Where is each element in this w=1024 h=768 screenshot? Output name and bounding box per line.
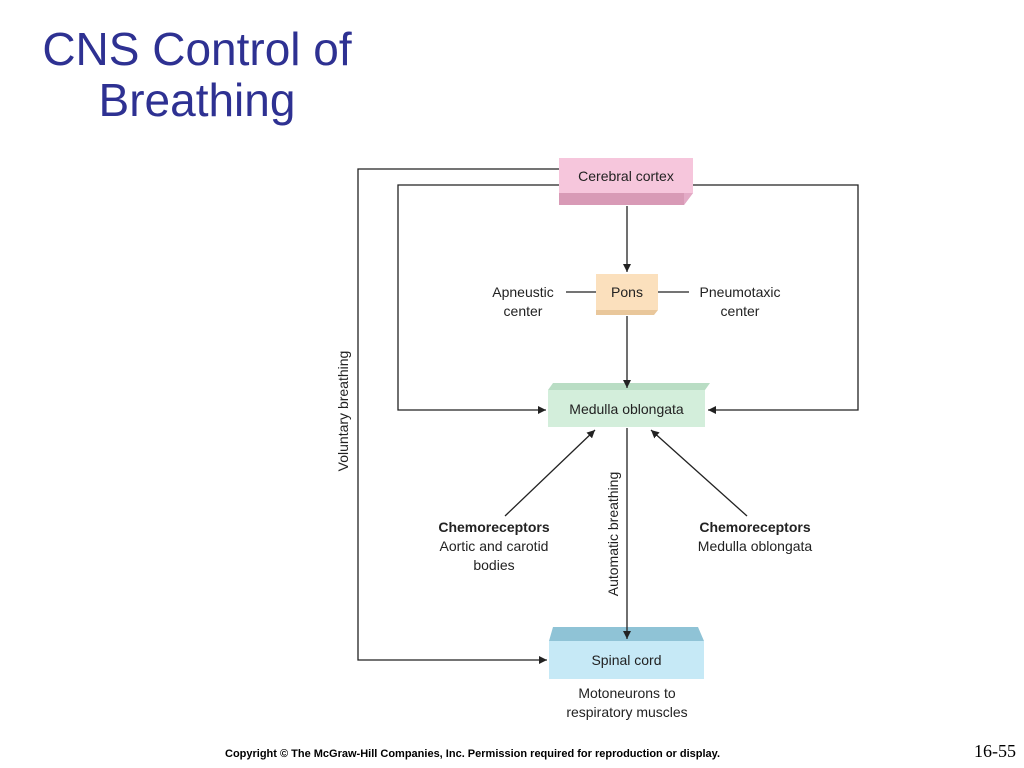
apneustic-line2: center (503, 303, 543, 319)
cerebral-cortex-box: Cerebral cortex (559, 158, 693, 193)
automatic-breathing-label: Automatic breathing (605, 471, 621, 597)
spinal-cord-label: Spinal cord (591, 652, 662, 668)
voluntary-breathing-label: Voluntary breathing (335, 350, 351, 472)
chemo-left-title: Chemoreceptors (438, 519, 550, 535)
chemo-right-line1: Medulla oblongata (697, 538, 813, 554)
voluntary-breathing-path (357, 168, 559, 664)
medulla-top (548, 383, 710, 390)
pneumotaxic-line1: Pneumotaxic (699, 284, 781, 300)
motoneurons-line1: Motoneurons to (578, 685, 676, 701)
slide-title-line1: CNS Control of (42, 23, 352, 75)
medulla-oblongata-box: Medulla oblongata (548, 390, 705, 427)
cerebral-cortex-label: Cerebral cortex (578, 167, 674, 184)
chemo-right-title: Chemoreceptors (699, 519, 811, 535)
cortex-to-medulla-left-path (397, 184, 559, 414)
copyright-footer: Copyright © The McGraw-Hill Companies, I… (225, 748, 721, 760)
slide-title: CNS Control of Breathing (0, 24, 394, 126)
chemoreceptors-medulla-label: Chemoreceptors Medulla oblongata (680, 518, 830, 556)
apneustic-line1: Apneustic (492, 284, 554, 300)
motoneurons-label: Motoneurons to respiratory muscles (540, 684, 714, 722)
pneumotaxic-center-label: Pneumotaxic center (688, 283, 792, 321)
pons-label: Pons (611, 284, 643, 300)
apneustic-center-label: Apneustic center (478, 283, 568, 321)
pons-box: Pons (596, 274, 658, 310)
chemoreceptors-aortic-label: Chemoreceptors Aortic and carotid bodies (418, 518, 570, 575)
chemo-right-arrow (650, 429, 748, 517)
cortex-to-medulla-right-path (693, 184, 859, 414)
chemo-left-line2: bodies (473, 557, 515, 573)
cortex-bevel (559, 193, 693, 205)
pons-bevel (596, 310, 658, 315)
motoneurons-line2: respiratory muscles (566, 704, 688, 720)
page-number: 16-55 (974, 741, 1016, 761)
chemo-left-arrow (504, 429, 596, 517)
chemo-left-line1: Aortic and carotid (439, 538, 549, 554)
pneumotaxic-line2: center (720, 303, 760, 319)
medulla-oblongata-label: Medulla oblongata (569, 400, 684, 417)
slide-title-line2: Breathing (98, 74, 296, 126)
spinal-cord-box: Spinal cord (549, 641, 704, 679)
